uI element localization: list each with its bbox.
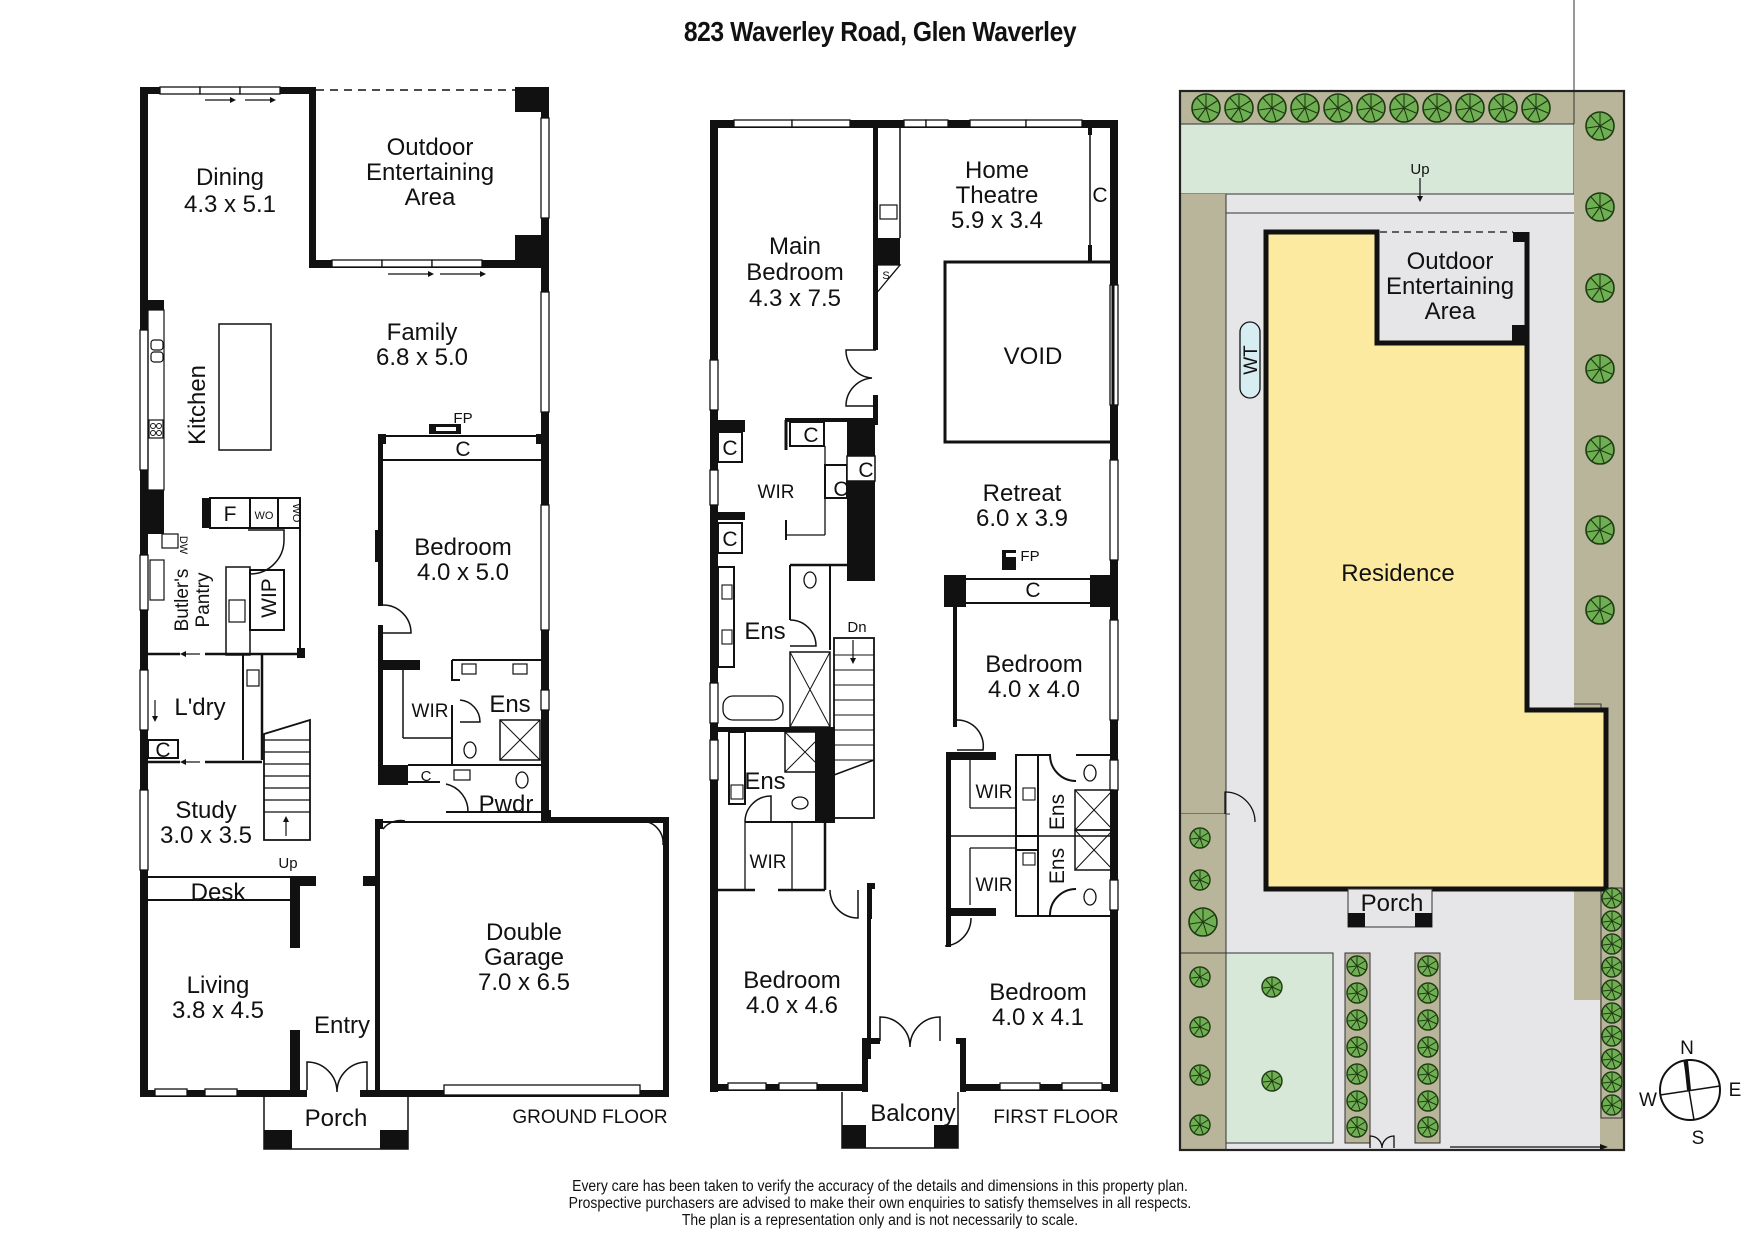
compass-west: W: [1639, 1090, 1657, 1111]
first-fireplace-label: FP: [1020, 548, 1039, 565]
room-study-label: Study: [175, 797, 236, 824]
room-garage-dims: 7.0 x 6.5: [478, 969, 570, 996]
room-bedroom-3-dims: 4.0 x 4.6: [746, 992, 838, 1019]
room-outdoor-label-2: Entertaining: [366, 159, 494, 186]
powder-cupboard-label: C: [421, 768, 432, 785]
first-floor-label: FIRST FLOOR: [993, 1107, 1118, 1128]
room-wir-label: WIR: [412, 701, 449, 722]
storage-label: S: [882, 270, 889, 282]
room-main-bedroom-label-2: Bedroom: [746, 259, 843, 286]
room-study-dims: 3.0 x 3.5: [160, 822, 252, 849]
room-bedroom-3-label: Bedroom: [743, 967, 840, 994]
fireplace-label: FP: [453, 410, 472, 427]
dishwasher-label: DW: [177, 536, 189, 555]
room-living-dims: 3.8 x 4.5: [172, 997, 264, 1024]
room-butlers-pantry-label-2: Pantry: [193, 572, 214, 627]
room-dining-label: Dining: [196, 164, 264, 191]
ground-floor-label: GROUND FLOOR: [512, 1107, 667, 1128]
residence-label: Residence: [1341, 560, 1454, 587]
room-laundry-label: L'dry: [174, 694, 225, 721]
room-home-theatre-label-2: Theatre: [956, 182, 1039, 209]
compass-north: N: [1680, 1038, 1694, 1059]
room-ensuite-3-label: Ens: [1046, 794, 1069, 830]
wall-oven-label: WO: [255, 510, 274, 522]
site-outdoor-label: Outdoor: [1407, 248, 1494, 275]
room-wir-4-label: WIR: [976, 875, 1013, 896]
room-main-bedroom-dims: 4.3 x 7.5: [749, 285, 841, 312]
water-tank-label: WT: [1241, 345, 1262, 375]
wir-cupboard-4-label: C: [858, 459, 873, 482]
room-garage-label-2: Garage: [484, 944, 564, 971]
first-fp-cupboard-label: C: [1025, 579, 1040, 602]
room-wir-3-label: WIR: [976, 782, 1013, 803]
room-family-label: Family: [387, 319, 458, 346]
room-bedroom-2-dims: 4.0 x 4.0: [988, 676, 1080, 703]
room-bedroom-4-label: Bedroom: [989, 979, 1086, 1006]
room-bedroom-4-dims: 4.0 x 4.1: [992, 1004, 1084, 1031]
disclaimer-line-1: Every care has been taken to verify the …: [572, 1178, 1188, 1195]
wir-cupboard-1-label: C: [722, 437, 737, 460]
room-bedroom-label: Bedroom: [414, 534, 511, 561]
room-main-ensuite-label: Ens: [744, 618, 785, 645]
wir-cupboard-2-label: C: [803, 424, 818, 447]
room-butlers-pantry-label: Butler's: [172, 569, 193, 632]
page-title: 823 Waverley Road, Glen Waverley: [683, 16, 1077, 47]
site-plan: Up Outdoor Entertaining Area WT Residenc…: [1178, 0, 1626, 1152]
compass-south: S: [1692, 1128, 1705, 1149]
room-wip-label: WIP: [258, 578, 281, 618]
room-garage-label: Double: [486, 919, 562, 946]
room-bedroom-2-label: Bedroom: [985, 651, 1082, 678]
site-outdoor-label-3: Area: [1425, 298, 1476, 325]
room-retreat-label: Retreat: [983, 480, 1062, 507]
disclaimer: Every care has been taken to verify the …: [88, 1178, 1672, 1229]
laundry-cupboard-label: C: [155, 739, 170, 762]
compass-rose: N E S W: [1639, 1038, 1741, 1149]
site-porch-label: Porch: [1361, 890, 1424, 917]
stairs-up-label: Up: [278, 855, 297, 872]
room-ensuite-4-label: Ens: [1046, 848, 1069, 884]
room-porch-label: Porch: [305, 1105, 368, 1132]
room-entry-label: Entry: [314, 1012, 370, 1039]
disclaimer-line-2: Prospective purchasers are advised to ma…: [568, 1195, 1192, 1212]
first-floor-plan: Main Bedroom 4.3 x 7.5 Home Theatre 5.9 …: [709, 119, 1119, 1149]
room-outdoor-label: Outdoor: [387, 134, 474, 161]
room-ensuite-label: Ens: [489, 691, 530, 718]
room-living-label: Living: [187, 972, 250, 999]
disclaimer-line-3: The plan is a representation only and is…: [681, 1212, 1079, 1229]
room-powder-label: Pwdr: [479, 791, 534, 818]
desk-label: Desk: [191, 879, 247, 906]
wir-cupboard-5-label: C: [722, 528, 737, 551]
fridge-label: F: [224, 503, 237, 526]
room-balcony-label: Balcony: [870, 1100, 955, 1127]
ground-floor-plan: Dining 4.3 x 5.1 Outdoor Entertaining Ar…: [139, 86, 669, 1150]
room-bedroom-dims: 4.0 x 5.0: [417, 559, 509, 586]
void-label: VOID: [1004, 343, 1063, 370]
wir-cupboard-3-label: C: [833, 478, 848, 501]
room-retreat-dims: 6.0 x 3.9: [976, 505, 1068, 532]
room-family-dims: 6.8 x 5.0: [376, 344, 468, 371]
room-dining-dims: 4.3 x 5.1: [184, 191, 276, 218]
wall-oven-label-2: WO: [290, 504, 302, 523]
room-home-theatre-dims: 5.9 x 3.4: [951, 207, 1043, 234]
site-up-label: Up: [1410, 161, 1429, 178]
room-main-wir-label: WIR: [758, 482, 795, 503]
cupboard-label: C: [455, 438, 470, 461]
stairs-down-label: Dn: [847, 619, 866, 636]
room-kitchen-label: Kitchen: [184, 365, 211, 445]
room-wir-2-label: WIR: [750, 852, 787, 873]
site-outdoor-label-2: Entertaining: [1386, 273, 1514, 300]
room-main-bedroom-label: Main: [769, 233, 821, 260]
compass-east: E: [1729, 1080, 1742, 1101]
room-ensuite-2-label: Ens: [744, 768, 785, 795]
room-home-theatre-label: Home: [965, 157, 1029, 184]
theatre-cupboard-label: C: [1092, 184, 1107, 207]
room-outdoor-label-3: Area: [405, 184, 456, 211]
